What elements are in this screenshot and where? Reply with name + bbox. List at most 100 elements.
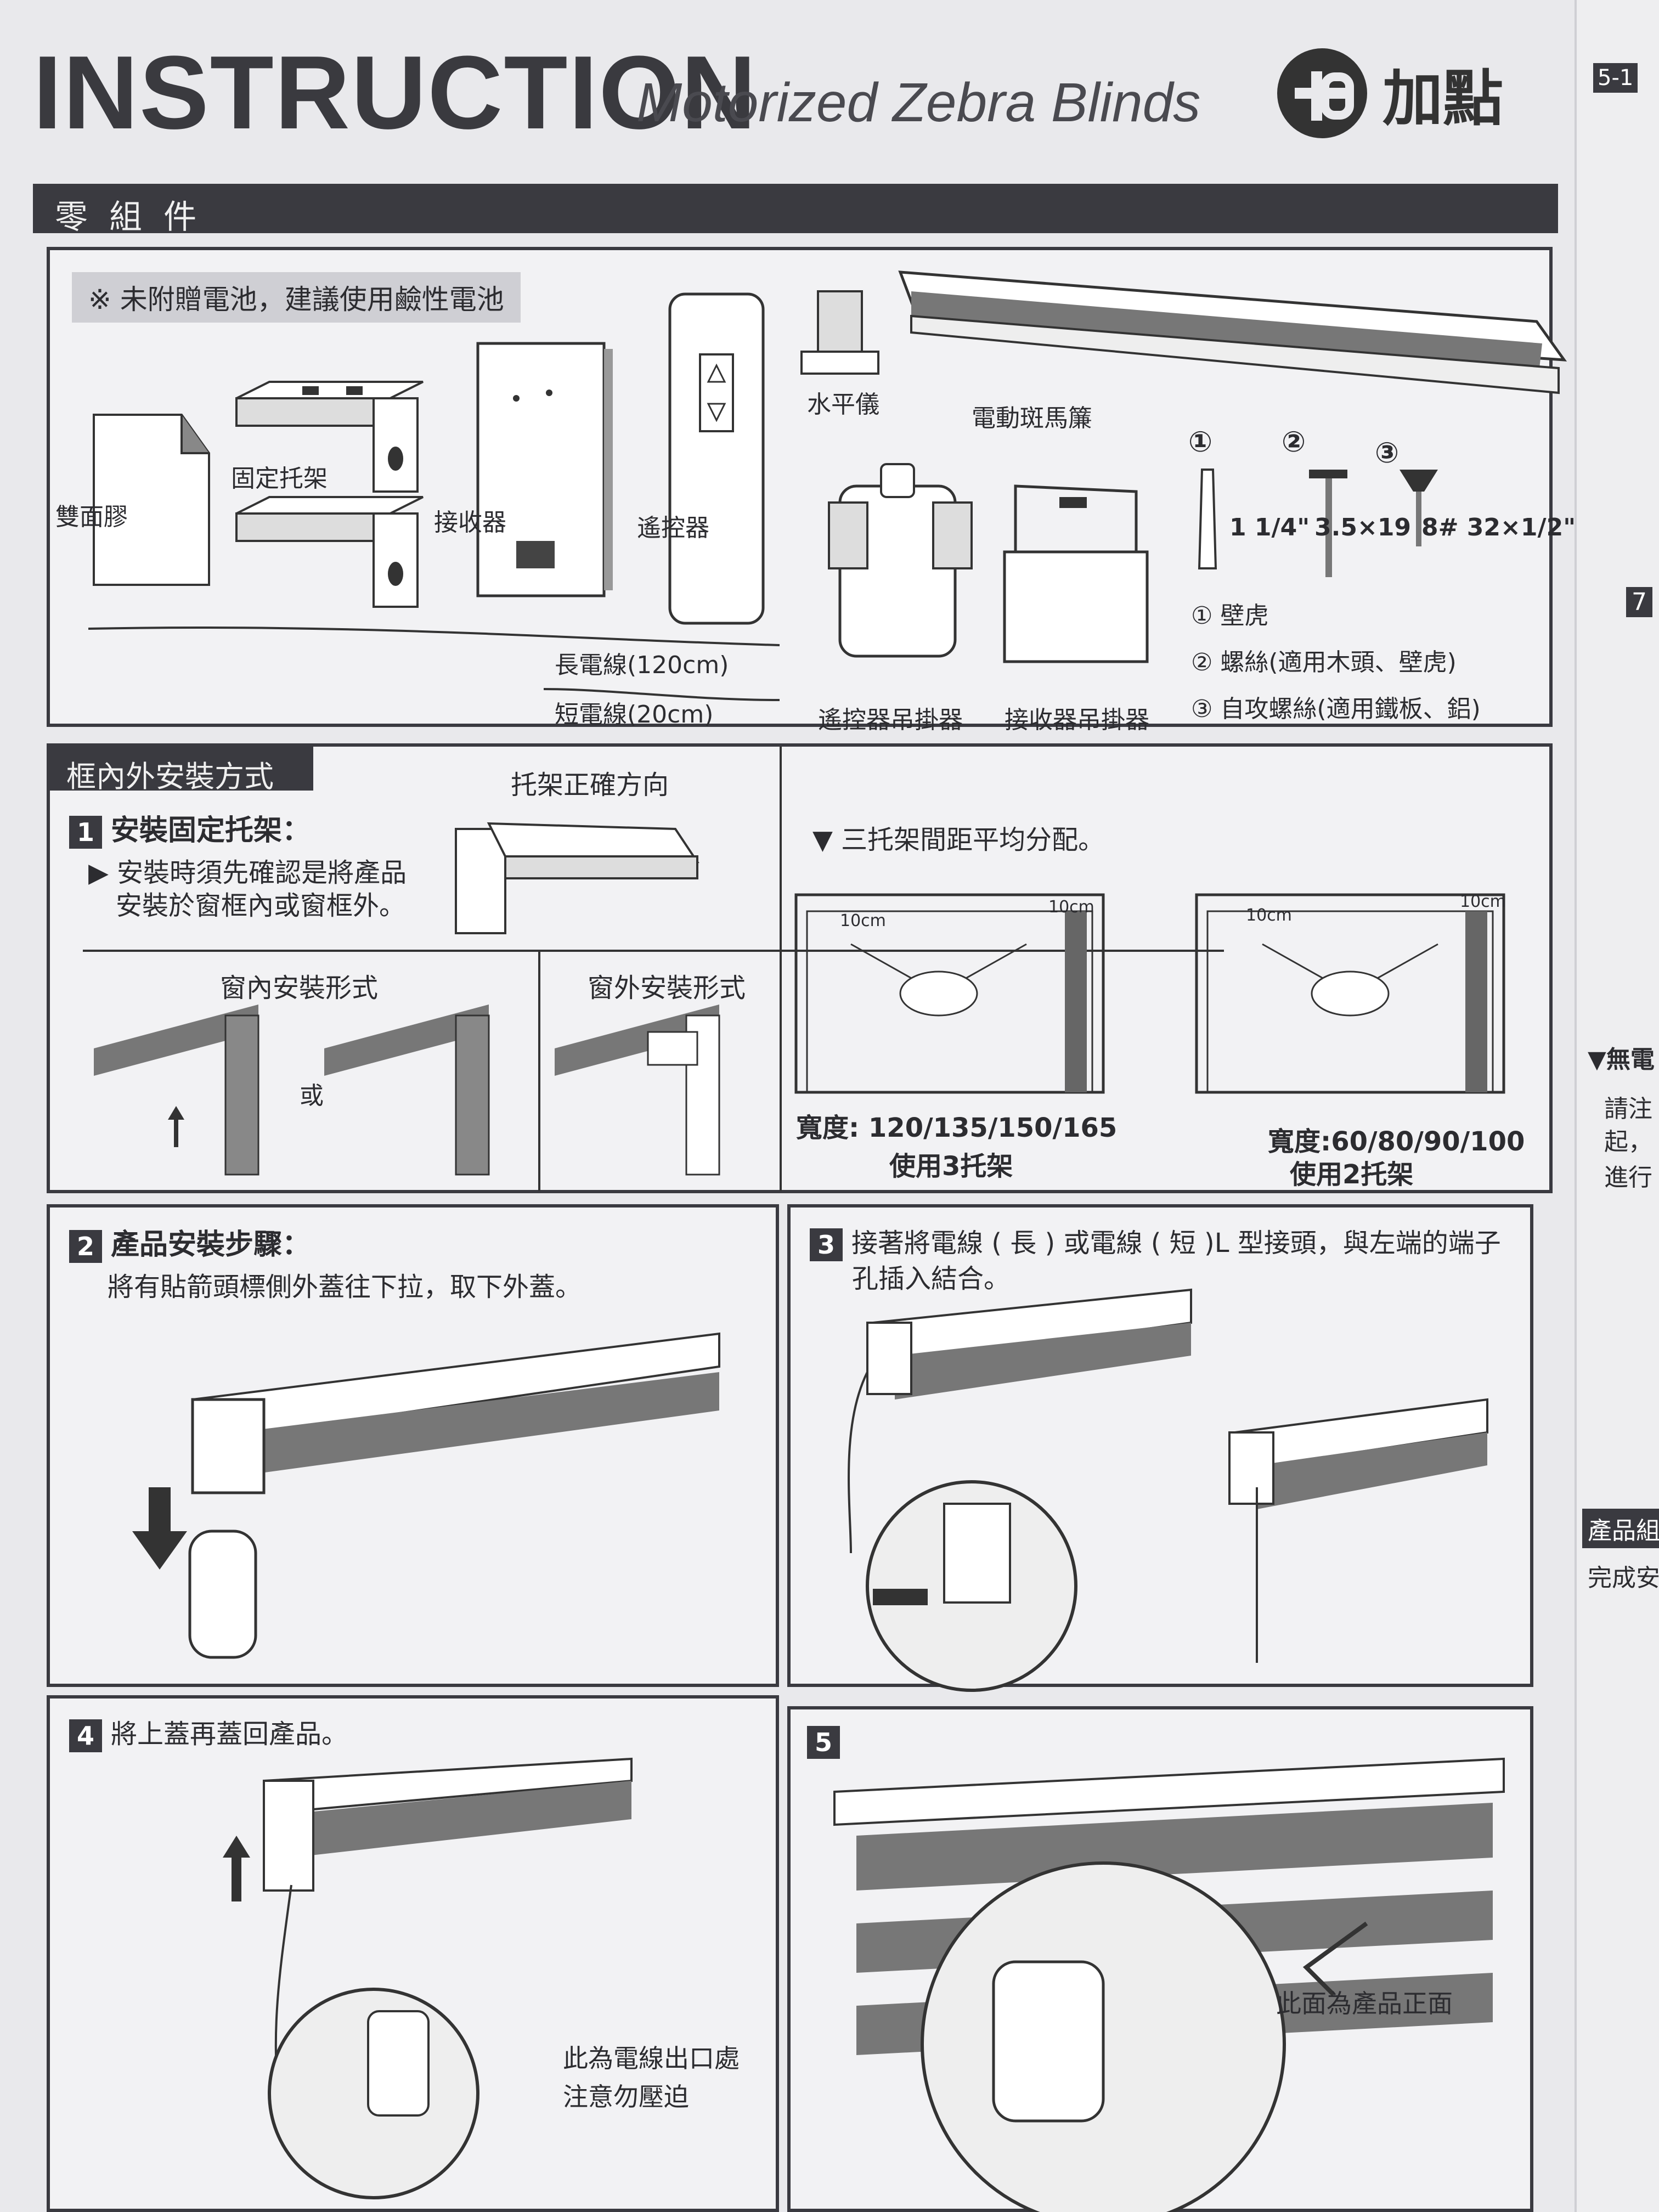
use-2-brackets: 使用2托架 (1290, 1159, 1414, 1190)
page-title: INSTRUCTION (33, 35, 758, 151)
step1-desc-line2: 安裝於窗框內或窗框外。 (116, 890, 406, 921)
adjacent-step-tag: 7 (1626, 587, 1652, 617)
step4-desc: 將上蓋再蓋回產品。 (111, 1719, 348, 1750)
screw-number-1: ① (1188, 426, 1213, 459)
level-label: 水平儀 (807, 391, 879, 419)
receiver-illustration (476, 342, 613, 597)
step4-title: 4 將上蓋再蓋回產品。 (69, 1712, 348, 1752)
step5-panel: 5 此面為產品正面 (787, 1706, 1533, 2212)
long-cable-label: 長電線(120cm) (555, 651, 729, 679)
step1-desc-line1: ▶ 安裝時須先確認是將產品 (88, 857, 407, 888)
adjacent-text: 進行 (1604, 1164, 1652, 1192)
step1-number: 1 (69, 816, 102, 849)
adjacent-text: 起， (1604, 1128, 1652, 1156)
screw-size-3: 8# 32×1/2" (1421, 514, 1576, 541)
install-heading-bar: 框內外安裝方式 (50, 747, 313, 794)
blind-label: 電動斑馬簾 (972, 404, 1092, 432)
adjacent-text: 完成安裝 (1588, 1564, 1659, 1592)
step2-number: 2 (69, 1230, 102, 1263)
bracket-illustration (235, 496, 424, 608)
double-tape-label: 雙面膠 (55, 503, 128, 531)
double-tape-illustration (93, 414, 210, 586)
page-subtitle: Motorized Zebra Blinds (636, 72, 1201, 133)
step5-number: 5 (807, 1726, 840, 1759)
step4-number: 4 (69, 1719, 102, 1752)
outside-mount-illustration (555, 1005, 720, 1176)
adjacent-step-tag: 5-1 (1593, 63, 1638, 93)
spacing-note: ▼ 三托架間距平均分配。 (812, 825, 1105, 855)
install-panel: 框內外安裝方式 1 安裝固定托架： ▶ 安裝時須先確認是將產品 安裝於窗框內或窗框… (47, 743, 1553, 1193)
parts-section-bar: 零 組 件 (33, 184, 1558, 236)
parts-panel: ※ 未附贈電池，建議使用鹼性電池 雙面膠 固定托架 接收器 遙控器 (47, 247, 1576, 734)
divider (83, 950, 1224, 952)
screw-legend-3: ③ 自攻螺絲(適用鐵板、鋁) (1191, 695, 1481, 723)
adjacent-section-heading: 產品組 (1582, 1509, 1659, 1548)
two-bracket-diagram (1195, 893, 1505, 1094)
remote-label: 遙控器 (637, 514, 709, 542)
remote-illustration (668, 292, 765, 625)
step4-panel: 4 將上蓋再蓋回產品。 此為電線出口處 注意勿壓迫 (47, 1695, 779, 2212)
level-illustration (800, 290, 879, 375)
brand-logo: 加點 (1273, 38, 1558, 148)
short-cable-label: 短電線(20cm) (555, 701, 714, 729)
parts-heading: 零 組 件 (55, 198, 202, 236)
dim-label: 10cm (1246, 906, 1292, 925)
dim-label: 10cm (1048, 898, 1094, 917)
screw-legend-1: ① 壁虎 (1191, 602, 1269, 630)
step3-line2: 孔插入結合。 (852, 1263, 1011, 1294)
battery-note: ※ 未附贈電池，建議使用鹼性電池 (72, 272, 521, 323)
step5-note: 此面為產品正面 (1276, 1989, 1453, 2018)
divider (780, 747, 782, 1191)
screws-illustration (1198, 469, 1438, 577)
screw-number-3: ③ (1375, 437, 1400, 470)
width-3-bracket: 寬度: 120/135/150/165 (796, 1113, 1118, 1143)
use-3-brackets: 使用3托架 (889, 1151, 1013, 1182)
step2-illustration (132, 1332, 720, 1659)
remote-holder-illustration (828, 463, 973, 658)
step3-illustration (848, 1288, 1488, 1692)
step4-note-line1: 此為電線出口處 (563, 2044, 740, 2073)
screw-size-1: 1 1/4" (1229, 514, 1310, 541)
step5-title: 5 (807, 1726, 849, 1759)
outside-mount-label: 窗外安裝形式 (588, 973, 746, 1003)
step2-title: 2 產品安裝步驟： (69, 1221, 311, 1263)
step3-panel: 3 接著將電線 ( 長 ) 或電線 ( 短 )L 型接頭，與左端的端子 孔插入結合… (787, 1204, 1533, 1692)
step1-title-text: 安裝固定托架： (111, 814, 311, 847)
dim-label: 10cm (1460, 892, 1506, 911)
step3-number: 3 (810, 1228, 843, 1261)
install-heading: 框內外安裝方式 (66, 759, 274, 794)
step3-line1-text: 接著將電線 ( 長 ) 或電線 ( 短 )L 型接頭，與左端的端子 (851, 1228, 1501, 1259)
inside-mount-illustration (94, 1005, 490, 1176)
step5-illustration (833, 1757, 1505, 2212)
divider (538, 950, 540, 1191)
screw-legend-2: ② 螺絲(適用木頭、壁虎) (1191, 648, 1457, 676)
bracket-direction-label: 托架正確方向 (511, 770, 669, 800)
or-label: 或 (300, 1082, 324, 1110)
fixed-bracket-label: 固定托架 (231, 465, 328, 493)
step4-note-line2: 注意勿壓迫 (563, 2082, 689, 2112)
step3-line1: 3 接著將電線 ( 長 ) 或電線 ( 短 )L 型接頭，與左端的端子 (810, 1221, 1501, 1261)
brand-name: 加點 (1383, 64, 1503, 134)
brand-logo-icon (1277, 48, 1367, 138)
width-2-bracket: 寬度:60/80/90/100 (1268, 1126, 1525, 1157)
adjacent-text: ▼無電 (1588, 1046, 1655, 1074)
receiver-label: 接收器 (434, 509, 506, 537)
adjacent-text: 請注 (1604, 1095, 1652, 1123)
step2-title-text: 產品安裝步驟： (111, 1228, 311, 1261)
step1-title: 1 安裝固定托架： (69, 807, 311, 849)
receiver-holder-illustration (1003, 484, 1149, 663)
three-bracket-diagram (794, 893, 1105, 1094)
step2-desc: 將有貼箭頭標側外蓋往下拉，取下外蓋。 (108, 1272, 582, 1302)
inside-mount-label: 窗內安裝形式 (220, 973, 379, 1003)
bracket-illustration (235, 381, 424, 493)
remote-holder-label: 遙控器吊掛器 (818, 706, 963, 734)
step2-panel: 2 產品安裝步驟： 將有貼箭頭標側外蓋往下拉，取下外蓋。 (47, 1204, 779, 1687)
screw-size-2: 3.5×19 (1314, 514, 1412, 541)
receiver-holder-label: 接收器吊掛器 (1005, 706, 1149, 734)
adjacent-page-strip: 5-1 7 將 膠 收 ▼無電 請注 起， 進行 產品組 完成安裝 (1575, 0, 1659, 2212)
blind-illustration (898, 270, 1567, 394)
bracket-direction-illustration (455, 822, 699, 934)
screw-number-2: ② (1282, 426, 1306, 459)
step4-illustration (223, 1757, 633, 2199)
dim-label: 10cm (840, 911, 886, 930)
